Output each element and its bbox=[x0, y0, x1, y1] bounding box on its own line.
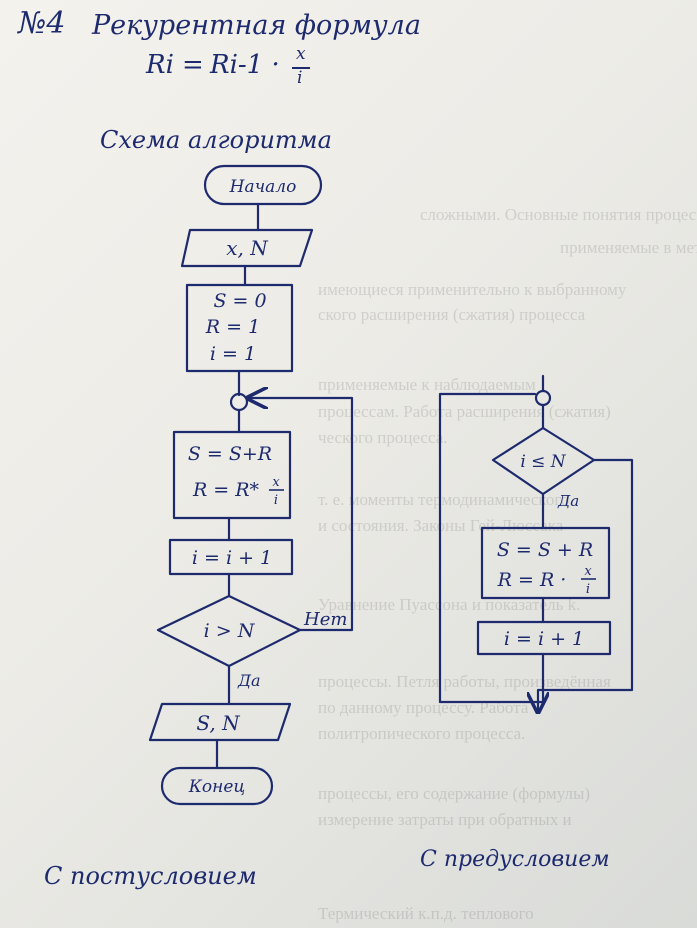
body-frac-num: x bbox=[584, 564, 592, 579]
ghost-line: ского расширения (сжатия) процесса bbox=[318, 305, 586, 324]
exit-line bbox=[538, 458, 634, 712]
ghost-line: ческого процесса. bbox=[318, 428, 448, 447]
init-label-s: S = 0 bbox=[213, 290, 266, 312]
no-branch-label: Нет bbox=[303, 609, 347, 630]
formula-lhs: Ri bbox=[146, 50, 174, 80]
scheme-title: Схема алгоритма bbox=[100, 126, 332, 154]
merge-node bbox=[534, 389, 552, 407]
start-label: Начало bbox=[229, 177, 297, 197]
body-label-s: S = S+R bbox=[188, 443, 272, 465]
increment-label: i = i + 1 bbox=[504, 628, 584, 650]
ghost-line: политропического процесса. bbox=[318, 724, 526, 743]
loop-back-line bbox=[438, 652, 545, 704]
increment-label: i = i + 1 bbox=[192, 547, 272, 569]
input-label: x, N bbox=[226, 236, 269, 260]
ghost-line: Термический к.п.д. теплового bbox=[318, 904, 534, 923]
left-flowchart bbox=[148, 164, 354, 806]
loop-back-arrow bbox=[248, 398, 354, 632]
right-flowchart bbox=[438, 374, 634, 712]
ghost-line: сложными. Основные понятия процесса, bbox=[420, 205, 697, 224]
page-title: Рекурентная формула bbox=[92, 10, 421, 41]
loop-return-line bbox=[438, 392, 537, 704]
formula-fraction-bar bbox=[292, 67, 310, 69]
yes-branch-label: Да bbox=[557, 492, 579, 510]
condition-label: i > N bbox=[204, 620, 256, 642]
body-label-r: R = R · bbox=[497, 569, 567, 591]
formula-fraction-numerator: x bbox=[296, 44, 306, 64]
init-label-r: R = 1 bbox=[205, 316, 260, 338]
left-caption: С постусловием bbox=[44, 862, 257, 890]
ghost-line: процессы. Петля работы, произведённая bbox=[318, 672, 611, 691]
body-frac-den: i bbox=[274, 493, 278, 508]
ghost-line: применяемые к наблюдаемым bbox=[318, 375, 536, 394]
ghost-line: имеющиеся применительно к выбранному bbox=[318, 280, 627, 299]
body-frac-num: x bbox=[272, 475, 280, 490]
ghost-line: т. е. моменты термодинамического bbox=[318, 490, 570, 509]
yes-branch-label: Да bbox=[237, 671, 261, 690]
output-parallelogram bbox=[148, 702, 292, 742]
body-frac-den: i bbox=[586, 582, 590, 597]
end-label: Конец bbox=[188, 777, 246, 797]
end-terminal bbox=[160, 766, 274, 806]
formula-equals: = bbox=[182, 50, 204, 80]
body-label-s: S = S + R bbox=[497, 539, 593, 561]
formula-fraction-denominator: i bbox=[297, 68, 303, 88]
increment-process bbox=[168, 538, 294, 576]
right-caption: С предусловием bbox=[420, 847, 610, 872]
ghost-line: процессы, его содержание (формулы) bbox=[318, 784, 591, 803]
input-parallelogram bbox=[180, 228, 314, 268]
output-label: S, N bbox=[196, 711, 241, 735]
ghost-line: измерение затраты при обратных и bbox=[318, 810, 572, 829]
merge-node bbox=[229, 392, 249, 412]
precondition-label: i ≤ N bbox=[520, 452, 566, 472]
ghost-line: Уравнение Пуассона и показатель k. bbox=[318, 595, 581, 614]
ghost-line: процессам. Работа расширения (сжатия) bbox=[318, 402, 611, 421]
body-process bbox=[172, 430, 292, 520]
body-process bbox=[480, 526, 611, 600]
body-label-r: R = R* bbox=[192, 479, 260, 501]
formula-rhs: Ri-1 · bbox=[210, 50, 280, 80]
start-terminal bbox=[203, 164, 323, 206]
task-number: №4 bbox=[18, 6, 66, 41]
init-label-i: i = 1 bbox=[210, 343, 256, 365]
ghost-line: применяемые в метрологии. bbox=[560, 238, 697, 257]
